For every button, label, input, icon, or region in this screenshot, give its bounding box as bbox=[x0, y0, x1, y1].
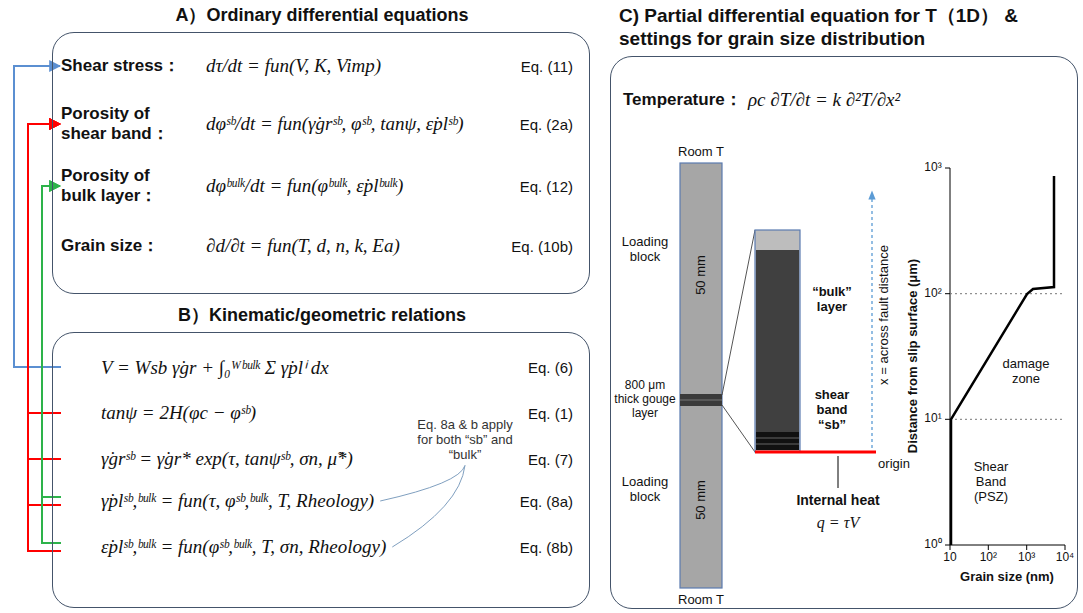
tick-label: 10 bbox=[943, 551, 956, 565]
equation-number: Eq. (10b) bbox=[511, 238, 573, 255]
equation: dτ/dt = fun(V, K, Vimp) bbox=[206, 55, 381, 77]
bulk-layer bbox=[756, 250, 799, 432]
heat-formula: q = τV bbox=[817, 514, 859, 532]
zoom-line bbox=[722, 405, 755, 452]
zone-label: Shear Band (PSZ) bbox=[968, 460, 1014, 505]
axis-ticks bbox=[945, 168, 1065, 550]
part-label: Loading block bbox=[614, 235, 676, 265]
equation: tanψ = 2H(φc − φˢᵇ) bbox=[101, 402, 256, 424]
gouge-line bbox=[680, 400, 722, 401]
tick-label: 10¹ bbox=[924, 412, 941, 426]
panel-heading: B）Kinematic/geometric relations bbox=[53, 305, 591, 327]
equation-row: Grain size： ∂d/∂t = fun(T, d, n, k, Ea) Eq… bbox=[61, 225, 583, 267]
equation: γ̇grˢᵇ = γ̇gr* exp(τ, tanψˢᵇ, σn, μ̃*) bbox=[101, 448, 353, 470]
leader-line bbox=[838, 456, 839, 488]
equation: γ̇plˢᵇ,ᵇᵘˡᵏ = fun(τ, φˢᵇ,ᵇᵘˡᵏ, T, Rheolo… bbox=[101, 490, 374, 512]
shear-band-line bbox=[756, 444, 799, 445]
variable-name: Porosity of shear band： bbox=[61, 104, 189, 143]
equation-row: Shear stress： dτ/dt = fun(V, K, Vimp) Eq. … bbox=[61, 45, 583, 87]
equation-number: Eq. (7) bbox=[528, 451, 573, 468]
equation-number: Eq. (6) bbox=[528, 359, 573, 376]
panel-box: Shear stress： dτ/dt = fun(V, K, Vimp) Eq. … bbox=[52, 32, 590, 294]
tick-label: 10² bbox=[980, 551, 997, 565]
equation: ε̇plˢᵇ,ᵇᵘˡᵏ = fun(φˢᵇ,ᵇᵘˡᵏ, T, σn, Rheol… bbox=[101, 536, 386, 558]
boundary-dotted bbox=[950, 293, 1065, 294]
panel-heading: C) Partial differential equation for T（1… bbox=[619, 5, 1071, 51]
part-label: Loading block bbox=[614, 475, 676, 505]
zone-label: damage zone bbox=[999, 357, 1054, 387]
equation: ρc ∂T/∂t = k ∂²T/∂x² bbox=[748, 89, 900, 111]
loading-block bbox=[680, 163, 722, 588]
equation-row: ε̇plˢᵇ,ᵇᵘˡᵏ = fun(φˢᵇ,ᵇᵘˡᵏ, T, σn, Rheol… bbox=[61, 527, 583, 567]
part-label: “bulk” layer bbox=[803, 285, 861, 315]
equation: dφˢᵇ/dt = fun(γ̇grˢᵇ, φˢᵇ, tanψ, ε̇plˢᵇ) bbox=[206, 113, 464, 135]
leader-line bbox=[392, 465, 465, 547]
part-label: 800 μm thick gouge layer bbox=[612, 379, 678, 420]
equation: dφᵇᵘˡᵏ/dt = fun(φᵇᵘˡᵏ, ε̇plᵇᵘˡᵏ) bbox=[206, 175, 403, 197]
equation: ∂d/∂t = fun(T, d, n, k, Ea) bbox=[206, 235, 400, 257]
zoom-line bbox=[722, 230, 755, 395]
shear-band bbox=[756, 432, 799, 450]
heat-source-line bbox=[755, 451, 876, 454]
variable-name: Shear stress： bbox=[61, 56, 189, 76]
dependency-arrow bbox=[28, 124, 61, 459]
equation-number: Eq. (8b) bbox=[520, 539, 573, 556]
axis-title: Distance from slip surface (μm) bbox=[906, 259, 921, 453]
dimension: 50 mm bbox=[694, 255, 709, 295]
variable-name: Grain size： bbox=[61, 236, 189, 256]
dependency-arrow bbox=[28, 124, 61, 413]
equation-row: γ̇plˢᵇ,ᵇᵘˡᵏ = fun(τ, φˢᵇ,ᵇᵘˡᵏ, T, Rheolo… bbox=[61, 481, 583, 521]
origin-label: origin bbox=[878, 457, 910, 472]
equation-row: V = Wsb γ̇gr + ∫₀ᵂᵇᵘˡᵏ Σ γ̇plⁱ dx Eq. (6) bbox=[61, 347, 583, 387]
boundary-dotted bbox=[950, 419, 1065, 420]
axis-label: x = across fault distance bbox=[877, 245, 892, 385]
equation: V = Wsb γ̇gr + ∫₀ᵂᵇᵘˡᵏ Σ γ̇plⁱ dx bbox=[101, 354, 329, 380]
equation-row: Temperature：ρc ∂T/∂t = k ∂²T/∂x² bbox=[623, 79, 953, 121]
equation-row: Porosity of bulk layer： dφᵇᵘˡᵏ/dt = fun(φ… bbox=[61, 161, 583, 211]
axis-title: Grain size (nm) bbox=[960, 570, 1054, 585]
tick-label: 10³ bbox=[1018, 551, 1035, 565]
x-axis bbox=[950, 545, 1065, 546]
boundary-label: Room T bbox=[678, 593, 724, 608]
tick-label: 10⁰ bbox=[924, 538, 941, 552]
panel-box: V = Wsb γ̇gr + ∫₀ᵂᵇᵘˡᵏ Σ γ̇plⁱ dx Eq. (6)… bbox=[52, 332, 590, 608]
dependency-arrow bbox=[28, 124, 61, 551]
note: Eq. 8a & b apply for both “sb” and “bulk… bbox=[415, 418, 515, 463]
variable-name: Porosity of bulk layer： bbox=[61, 166, 189, 205]
variable-name: Temperature： bbox=[623, 90, 751, 110]
gouge-layer bbox=[680, 394, 722, 406]
boundary-label: Room T bbox=[678, 145, 724, 160]
equation-number: Eq. (1) bbox=[528, 405, 573, 422]
distance-axis-arrow bbox=[871, 195, 872, 448]
part-label: shear band “sb” bbox=[803, 388, 861, 433]
dimension: 50 mm bbox=[694, 480, 709, 520]
dependency-arrow bbox=[28, 124, 61, 505]
grain-size-curve bbox=[951, 176, 1054, 545]
shear-band-line bbox=[756, 438, 799, 439]
tick-label: 10² bbox=[924, 287, 941, 301]
equation-row: Porosity of shear band： dφˢᵇ/dt = fun(γ̇g… bbox=[61, 99, 583, 149]
panel-heading: A）Ordinary differential equations bbox=[53, 5, 591, 27]
tick-label: 10⁴ bbox=[1056, 551, 1075, 565]
equation-number: Eq. (8a) bbox=[520, 493, 573, 510]
equation-number: Eq. (11) bbox=[521, 58, 573, 75]
tick-label: 10³ bbox=[924, 161, 941, 175]
zoomed-gouge bbox=[755, 230, 800, 452]
dependency-arrow bbox=[14, 66, 61, 367]
equation-number: Eq. (2a) bbox=[520, 116, 573, 133]
equation-number: Eq. (12) bbox=[520, 178, 573, 195]
heat-label: Internal heat bbox=[796, 492, 879, 508]
